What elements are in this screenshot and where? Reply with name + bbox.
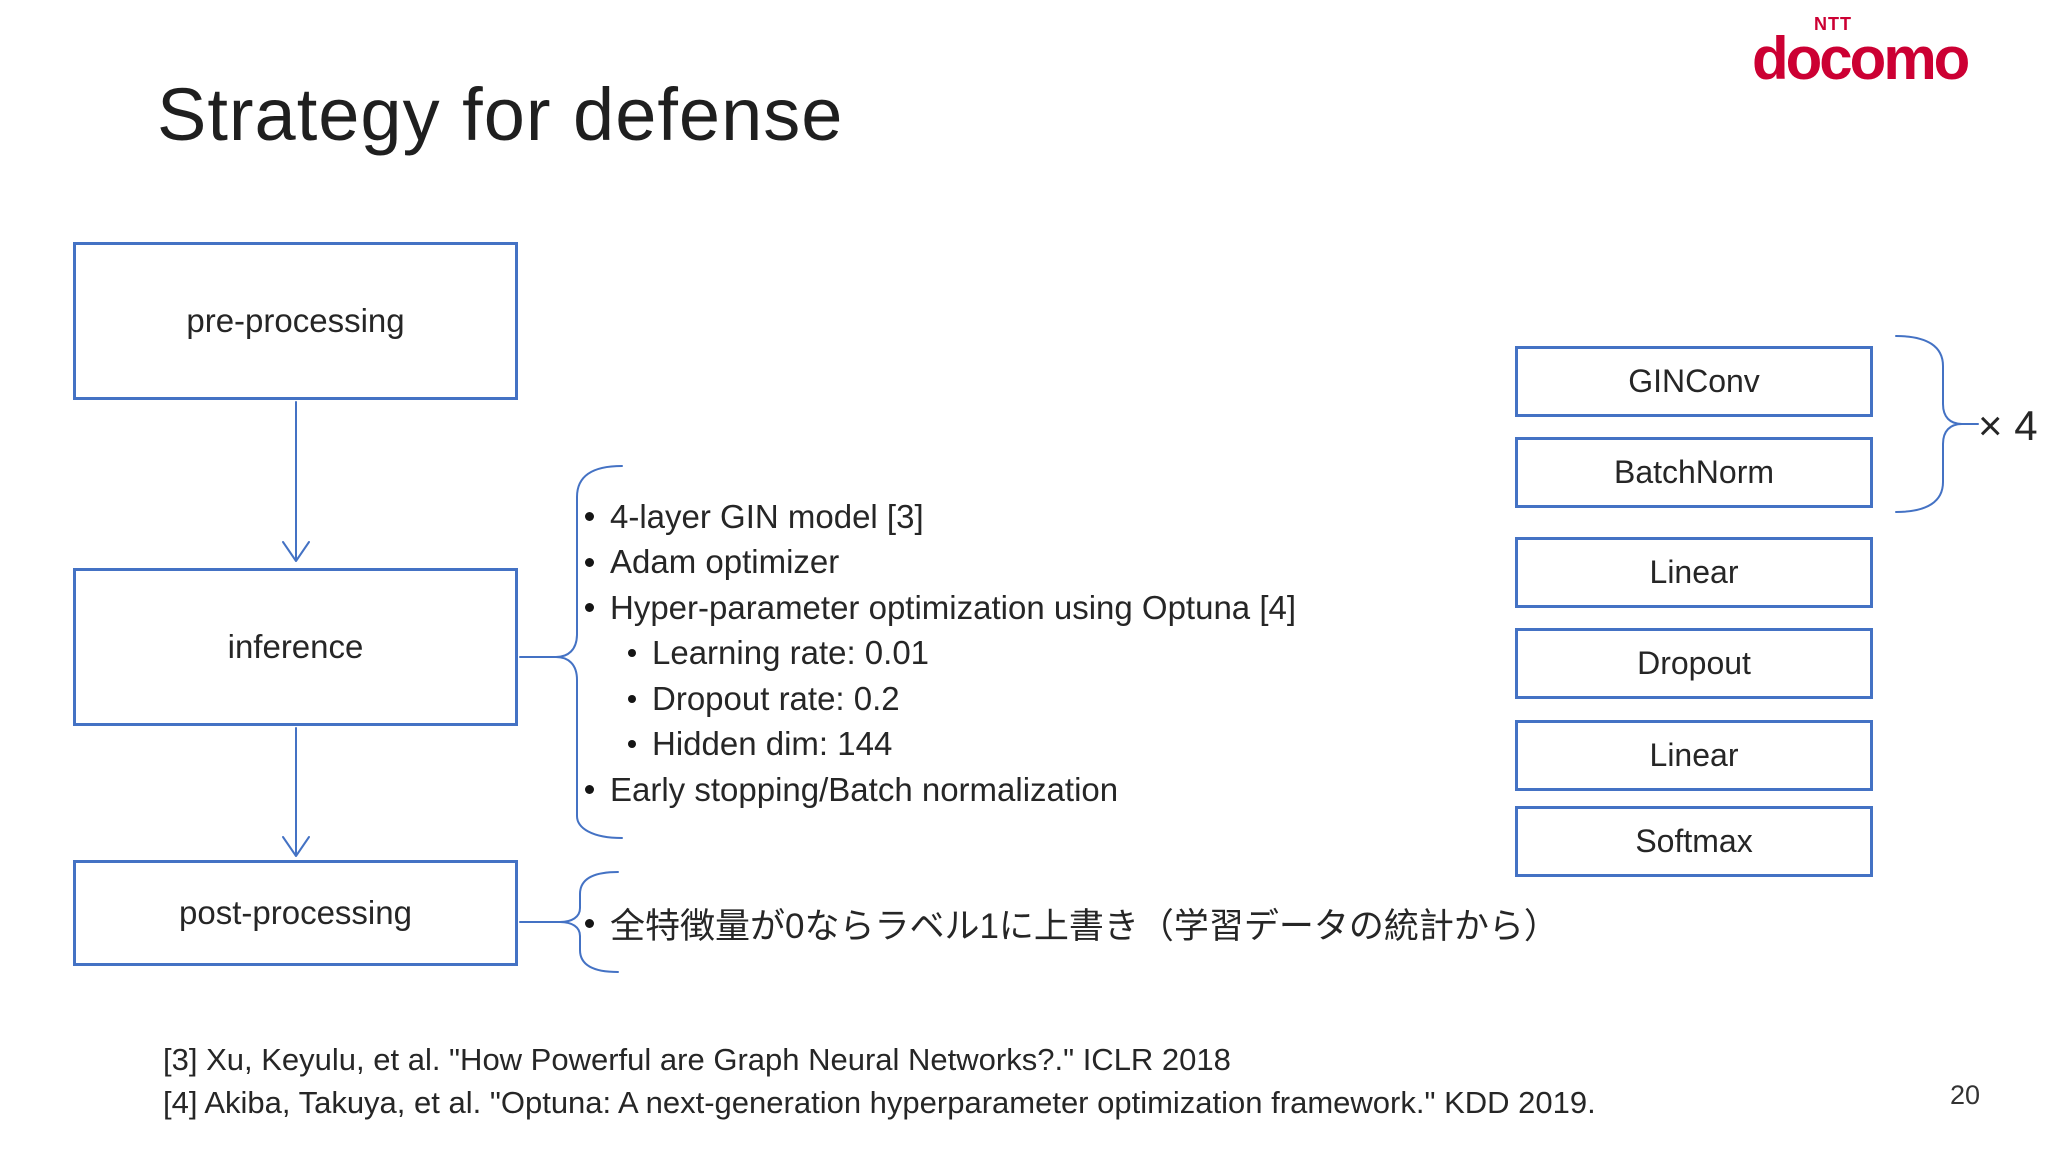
reference-line: [4] Akiba, Takuya, et al. "Optuna: A nex… bbox=[163, 1085, 1596, 1120]
list-item: Early stopping/Batch normalization bbox=[585, 767, 1296, 813]
layer-box-label: GINConv bbox=[1628, 363, 1760, 399]
bullet-icon bbox=[585, 918, 594, 928]
list-item: Adam optimizer bbox=[585, 540, 1296, 586]
flow-box-label: post-processing bbox=[179, 894, 412, 931]
list-item: Hidden dim: 144 bbox=[628, 722, 1296, 768]
references: [3] Xu, Keyulu, et al. "How Powerful are… bbox=[163, 1038, 1596, 1124]
layer-box-ginconv: GINConv bbox=[1515, 346, 1873, 417]
flow-box-label: pre-processing bbox=[186, 302, 405, 339]
list-item-text: Learning rate: 0.01 bbox=[652, 634, 930, 672]
layer-box-label: Dropout bbox=[1637, 645, 1751, 681]
flow-box-label: inference bbox=[227, 628, 364, 665]
postprocessing-notes-list: 全特徴量が0ならラベル1に上書き（学習データの統計から） bbox=[585, 899, 1559, 947]
layer-box-softmax: Softmax bbox=[1515, 806, 1873, 877]
list-item: Hyper-parameter optimization using Optun… bbox=[585, 585, 1296, 631]
layer-box-label: Linear bbox=[1649, 554, 1739, 590]
list-item-text: 全特徴量が0ならラベル1に上書き（学習データの統計から） bbox=[610, 906, 1559, 946]
page-title: Strategy for defense bbox=[157, 73, 844, 156]
bullet-icon bbox=[628, 694, 636, 703]
layer-box-label: Softmax bbox=[1635, 823, 1753, 859]
layer-box-label: BatchNorm bbox=[1613, 454, 1775, 490]
logo-docomo-text: docomo bbox=[1752, 25, 1970, 92]
list-item: Dropout rate: 0.2 bbox=[628, 676, 1296, 722]
flow-box-post-processing: post-processing bbox=[73, 860, 518, 966]
bullet-icon bbox=[585, 557, 594, 567]
inference-notes-list: 4-layer GIN model [3] Adam optimizer Hyp… bbox=[585, 494, 1296, 813]
layer-box-linear-2: Linear bbox=[1515, 720, 1873, 791]
bullet-icon bbox=[585, 603, 594, 613]
list-item: 全特徴量が0ならラベル1に上書き（学習データの統計から） bbox=[585, 899, 1559, 947]
flow-box-inference: inference bbox=[73, 568, 518, 726]
repeat-brace bbox=[1895, 335, 1963, 513]
reference-line: [3] Xu, Keyulu, et al. "How Powerful are… bbox=[163, 1042, 1231, 1077]
list-item-text: Hyper-parameter optimization using Optun… bbox=[610, 588, 1297, 626]
layer-box-label: Linear bbox=[1649, 737, 1739, 773]
logo-ntt-text: NTT bbox=[1814, 14, 1852, 34]
layer-box-batchnorm: BatchNorm bbox=[1515, 437, 1873, 508]
bullet-icon bbox=[585, 512, 594, 522]
list-item: Learning rate: 0.01 bbox=[628, 631, 1296, 677]
list-item-text: Early stopping/Batch normalization bbox=[610, 770, 1119, 808]
repeat-count-label: × 4 bbox=[1978, 402, 2038, 449]
list-item-text: Dropout rate: 0.2 bbox=[652, 679, 900, 717]
arrowhead-pre-to-inference bbox=[282, 541, 310, 562]
arrowhead-inference-to-post bbox=[282, 836, 310, 857]
ntt-docomo-logo: NTT docomo bbox=[1752, 14, 2022, 106]
layer-box-linear-1: Linear bbox=[1515, 537, 1873, 608]
bullet-icon bbox=[628, 740, 636, 749]
layer-box-dropout: Dropout bbox=[1515, 628, 1873, 699]
list-item: 4-layer GIN model [3] bbox=[585, 494, 1296, 540]
flow-box-pre-processing: pre-processing bbox=[73, 242, 518, 400]
list-item-text: 4-layer GIN model [3] bbox=[610, 497, 924, 535]
bullet-icon bbox=[585, 785, 594, 795]
list-item-text: Adam optimizer bbox=[610, 543, 840, 581]
bullet-icon bbox=[628, 649, 636, 658]
list-item-text: Hidden dim: 144 bbox=[652, 725, 893, 763]
page-number: 20 bbox=[1950, 1080, 1981, 1110]
